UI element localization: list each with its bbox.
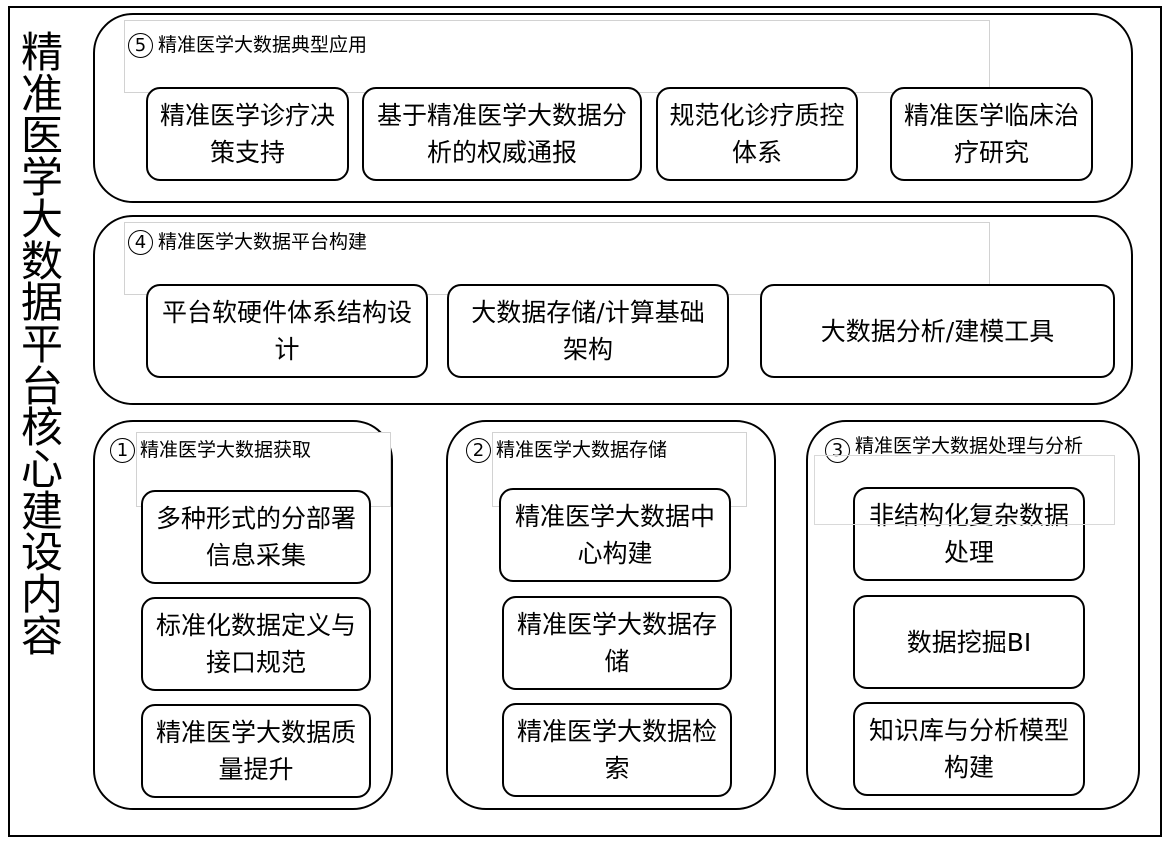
item-label: 数据挖掘BI: [906, 627, 1032, 657]
item-label: 大数据分析/建模工具: [820, 316, 1055, 346]
item-label: 规范化诊疗质控体系: [669, 101, 845, 167]
group-title-data-acquisition: 1 精准医学大数据获取: [110, 438, 311, 463]
number-circle: 5: [128, 33, 153, 58]
group-title-text: 精准医学大数据典型应用: [158, 34, 368, 56]
group-title-data-storage: 2 精准医学大数据存储: [466, 438, 667, 463]
item-label: 精准医学大数据质量提升: [155, 718, 356, 784]
number-circle: 2: [466, 438, 491, 463]
group-title-processing-analysis: 3 精准医学大数据处理与分析: [825, 434, 1115, 463]
number-circle: 1: [110, 438, 135, 463]
item-label: 非结构化复杂数据处理: [868, 501, 1069, 567]
item-label: 平台软硬件体系结构设计: [161, 298, 412, 364]
number-circle: 3: [825, 438, 850, 463]
item-label: 标准化数据定义与接口规范: [155, 611, 356, 677]
item-label: 精准医学诊疗决策支持: [159, 101, 335, 167]
item-distributed-collection: 多种形式的分部署信息采集: [141, 490, 371, 584]
item-label: 基于精准医学大数据分析的权威通报: [376, 101, 627, 167]
item-storage: 精准医学大数据存储: [502, 596, 732, 690]
group-title-text: 精准医学大数据处理与分析: [855, 435, 1084, 457]
item-label: 知识库与分析模型构建: [868, 716, 1069, 782]
item-quality-control: 规范化诊疗质控体系: [656, 87, 858, 181]
item-knowledge-base-model: 知识库与分析模型构建: [853, 702, 1085, 796]
group-title-text: 精准医学大数据存储: [496, 439, 668, 461]
item-label: 精准医学大数据存储: [516, 610, 717, 676]
group-title-text: 精准医学大数据获取: [140, 439, 312, 461]
item-data-quality: 精准医学大数据质量提升: [141, 704, 371, 798]
number-circle: 4: [128, 230, 153, 255]
group-header-frame: [124, 222, 990, 295]
item-clinical-research: 精准医学临床治疗研究: [890, 87, 1093, 181]
item-label: 精准医学临床治疗研究: [903, 101, 1079, 167]
item-data-mining-bi: 数据挖掘BI: [853, 595, 1085, 689]
item-decision-support: 精准医学诊疗决策支持: [146, 87, 349, 181]
item-label: 大数据存储/计算基础架构: [471, 298, 705, 364]
item-label: 精准医学大数据检索: [516, 717, 717, 783]
item-analysis-modeling-tools: 大数据分析/建模工具: [760, 284, 1115, 378]
item-standard-interface: 标准化数据定义与接口规范: [141, 597, 371, 691]
item-label: 精准医学大数据中心构建: [514, 502, 715, 568]
group-title-typical-applications: 5 精准医学大数据典型应用: [128, 33, 367, 58]
item-retrieval: 精准医学大数据检索: [502, 703, 732, 797]
item-authoritative-report: 基于精准医学大数据分析的权威通报: [362, 87, 642, 181]
item-architecture-design: 平台软硬件体系结构设计: [146, 284, 428, 378]
item-storage-compute-infra: 大数据存储/计算基础架构: [447, 284, 729, 378]
group-header-frame: [814, 455, 1115, 525]
side-title: 精准医学大数据平台核心建设内容: [20, 28, 63, 661]
group-title-text: 精准医学大数据平台构建: [158, 231, 368, 253]
item-data-center: 精准医学大数据中心构建: [499, 488, 731, 582]
item-label: 多种形式的分部署信息采集: [155, 504, 356, 570]
item-unstructured-processing: 非结构化复杂数据处理: [853, 487, 1085, 581]
group-title-platform-construction: 4 精准医学大数据平台构建: [128, 230, 367, 255]
